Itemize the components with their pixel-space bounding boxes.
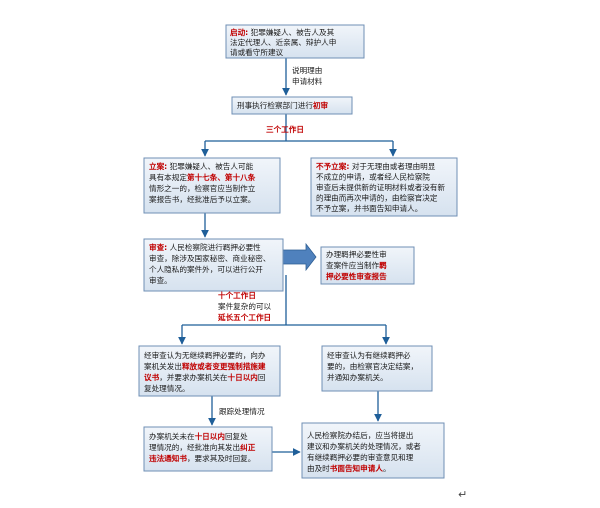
box-nofile-line: 不成立的申请，或者经人民检察院 [316,172,430,182]
box-release-line: 案机关发出释放或者变更强制措施建 [144,361,266,371]
box-report-line: 押必要性审查报告 [326,271,387,281]
box-report-frame [320,246,415,285]
box-reply-frame [143,426,273,472]
box-nofile-line: 的理由而再次申请的，由检察官决定 [316,193,438,203]
box-close: 人民检察院办结后，应当将提出建议和办案机关的处理情况，或者有继续羁押必要的审查意… [301,422,445,479]
box-release-frame [138,345,281,397]
box-reply: 办案机关未在十日以内回复处理情况的，经批准向其发出纠正违法通知书，要求其及时回复… [143,426,273,472]
box-release-line: 议书，并要求办案机关在十日以内回 [144,372,266,382]
box-file: 立案: 犯罪嫌疑人、被告人可能具有本规定第十七条、第十八条情形之一的，检察官应当… [143,157,281,214]
box-start-line: 请或看守所建议 [230,47,284,57]
label-ten-days: 十个工作日 [218,290,256,300]
box-file-frame [143,157,281,214]
label-complex-2: 延长五个工作日 [217,312,271,322]
label-complex-1: 案件复杂的可以 [218,301,272,311]
box-file-line: 具有本规定第十七条、第十八条 [149,172,256,182]
label-materials-1: 说明理由 [292,65,322,75]
box-close-frame [301,422,445,479]
label-materials-2: 申请材料 [292,76,323,86]
box-keep-line: 要的，由检察官决定结案， [327,361,418,371]
box-report-line: 查案件应当制作羁 [326,260,387,270]
label-three-days: 三个工作日 [266,124,304,134]
box-file-line: 立案: 犯罪嫌疑人、被告人可能 [149,161,254,171]
box-review-frame [231,96,353,115]
box-examine-frame [143,238,284,292]
connectors [178,58,397,456]
box-close-line: 建议和办案机关的处理情况，或者 [307,441,421,451]
box-nofile: 不予立案: 对于无理由或者理由明显不成立的申请，或者经人民检察院审查后未提供新的… [310,157,458,217]
box-file-line: 情形之一的，检察官应当制作立 [149,183,256,193]
box-release-line: 复处理情况。 [144,383,190,393]
label-track: 跟踪处理情况 [219,406,265,416]
paragraph-mark: ↵ [458,488,468,501]
box-release-line: 经审查认为无继续羁押必要的，向办 [144,350,266,360]
box-close-line: 由及时书面告知申请人。 [307,463,391,473]
box-nofile-line: 不予立案: 对于无理由或者理由明显 [316,161,436,171]
box-keep-line: 经审查认为有继续羁押必 [327,350,411,360]
box-close-line: 有继续羁押必要的审查意见和理 [307,452,414,462]
box-examine-line: 审查，除涉及国家秘密、商业秘密、 [149,253,271,263]
box-file-line: 案报告书，经批准后予以立案。 [149,194,255,204]
box-nofile-frame [310,157,458,217]
box-close-line: 人民检察院办结后，应当将提出 [307,430,413,440]
box-examine-line: 审查。 [149,275,172,285]
box-review: 刑事执行检察部门进行初审 [231,96,353,115]
box-report-line: 办理羁押必要性审 [326,249,387,259]
box-release: 经审查认为无继续羁押必要的，向办案机关发出释放或者变更强制措施建议书，并要求办案… [138,345,281,397]
block-arrow-examine-to-report [282,242,317,272]
box-examine: 审查: 人民检察院进行羁押必要性审查，除涉及国家秘密、商业秘密、个人隐私的案件外… [143,238,284,292]
box-start-line: 启动: 犯罪嫌疑人、被告人及其 [230,27,335,37]
box-nofile-line: 不予立案，并书面告知申请人。 [316,203,422,213]
box-reply-line: 理情况的，经批准向其发出纠正 [149,442,256,452]
box-keep-frame [321,345,433,392]
box-examine-line: 审查: 人民检察院进行羁押必要性 [149,242,261,252]
box-nofile-line: 审查后未提供新的证明材料或者没有新 [316,182,445,192]
box-reply-line: 违法通知书，要求其及时回复。 [149,453,255,463]
box-start-frame [225,24,365,59]
box-examine-line: 个人隐私的案件外，可以进行公开 [149,264,263,274]
box-review-line: 刑事执行检察部门进行初审 [237,100,329,110]
box-reply-line: 办案机关未在十日以内回复处 [149,431,248,441]
box-keep-line: 并通知办案机关。 [327,372,388,382]
box-start-line: 法定代理人、近亲属、辩护人申 [230,37,336,47]
